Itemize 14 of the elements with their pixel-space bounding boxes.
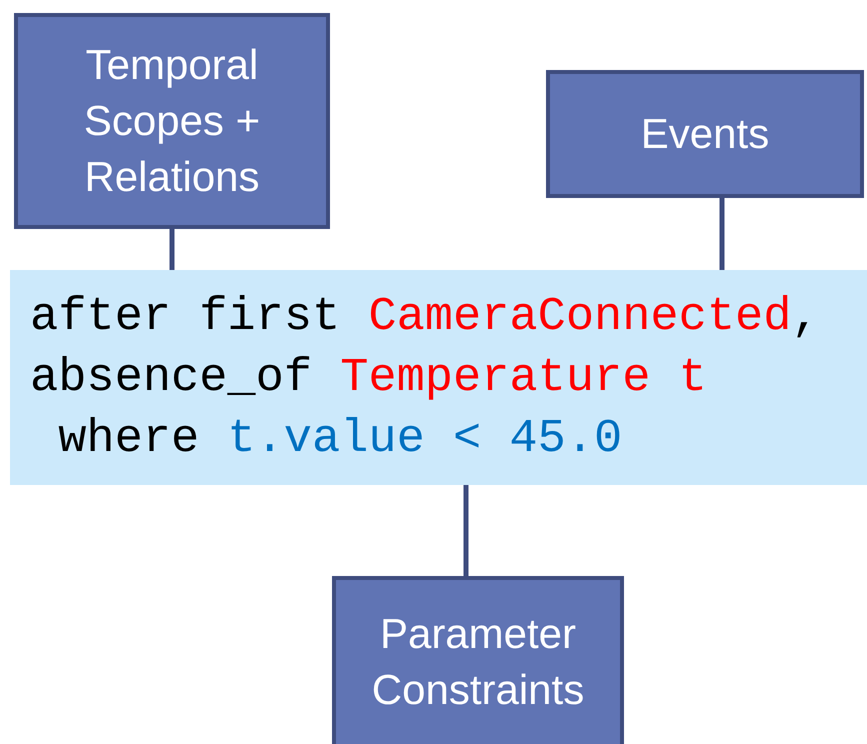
code-text: t.value < 45.0 xyxy=(227,412,622,468)
label-box: Temporal Scopes + Relations xyxy=(14,13,330,229)
code-text: where xyxy=(58,412,200,468)
code-text: after first xyxy=(30,290,340,346)
leader-line xyxy=(170,229,174,270)
code-text: , xyxy=(791,290,820,346)
code-text: CameraConnected xyxy=(368,290,792,346)
label-box: Parameter Constraints xyxy=(332,576,624,744)
code-text: Temperature t xyxy=(340,351,707,407)
label-box: Events xyxy=(546,70,864,198)
code-text: absence_of xyxy=(30,351,312,407)
leader-line xyxy=(464,485,468,576)
code-panel xyxy=(10,270,867,485)
leader-line xyxy=(720,198,724,270)
